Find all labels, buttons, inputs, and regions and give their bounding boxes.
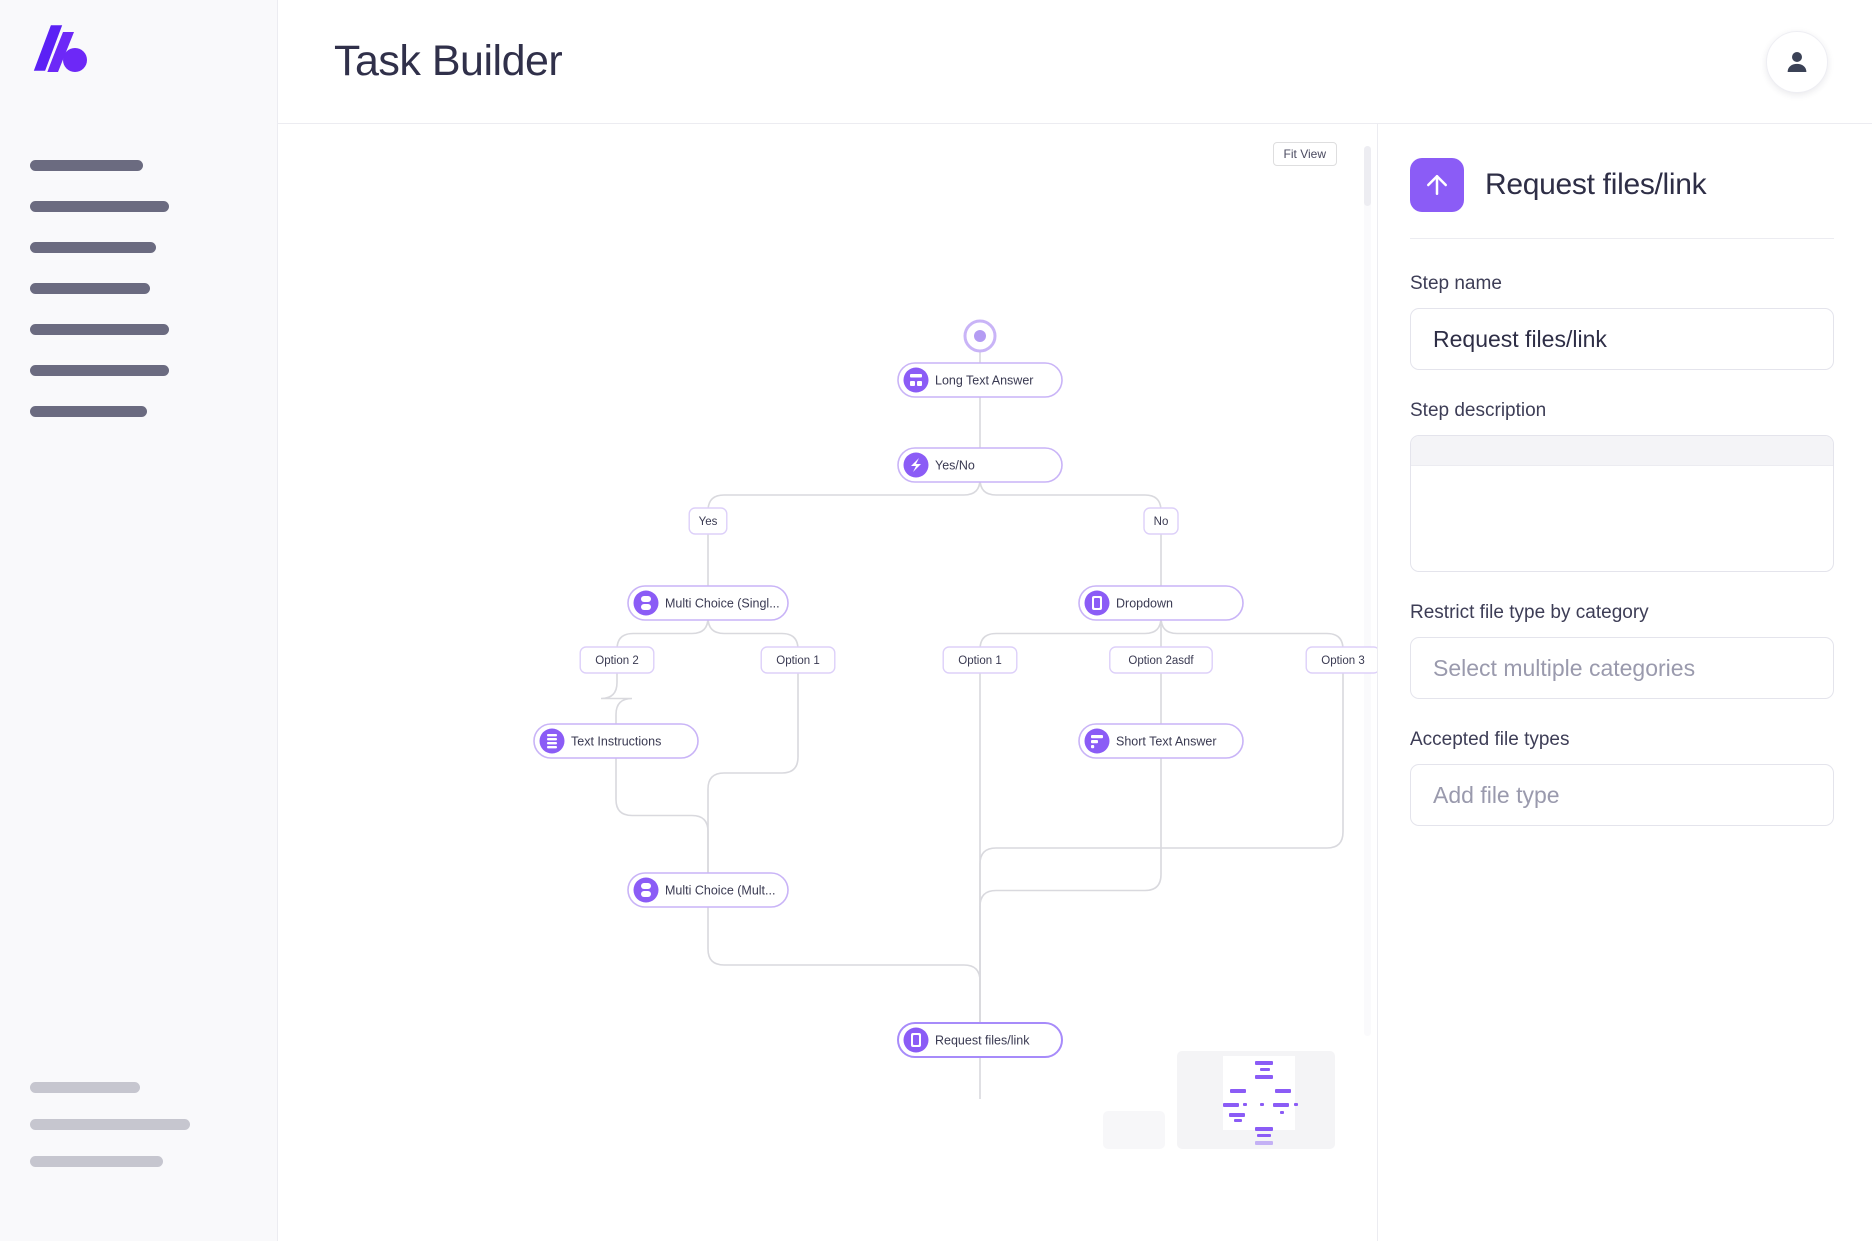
svg-text:Option 1: Option 1 — [958, 655, 1001, 667]
restrict-file-type-label: Restrict file type by category — [1410, 602, 1649, 623]
minimap-ghost — [1103, 1111, 1165, 1149]
brand-logo[interactable] — [30, 22, 92, 74]
step-name-field: Step name Request files/link — [1410, 273, 1834, 370]
long-text-icon — [903, 367, 929, 393]
user-avatar-icon — [1787, 51, 1807, 72]
flow-node-yes-no[interactable]: Yes/No — [897, 447, 1063, 483]
text-instructions-icon — [539, 728, 565, 754]
svg-text:Multi Choice (Mult...: Multi Choice (Mult... — [665, 884, 775, 898]
edge-label-option-1-right[interactable]: Option 1 — [942, 646, 1018, 674]
svg-text:Option 2asdf: Option 2asdf — [1128, 655, 1194, 667]
canvas-scrollbar[interactable] — [1364, 146, 1371, 1036]
svg-text:Option 2: Option 2 — [595, 655, 638, 667]
svg-text:Yes/No: Yes/No — [935, 459, 975, 473]
svg-text:Short Text Answer: Short Text Answer — [1116, 735, 1217, 749]
panel-divider — [1410, 238, 1834, 239]
fit-view-button[interactable]: Fit View — [1272, 142, 1337, 166]
skeleton-bar — [30, 201, 169, 212]
flow-node-short-text-answer[interactable]: Short Text Answer — [1078, 723, 1244, 759]
sidebar-skeleton-top — [0, 160, 278, 447]
svg-text:Long Text Answer: Long Text Answer — [935, 374, 1033, 388]
skeleton-bar — [30, 324, 169, 335]
skeleton-bar — [30, 283, 150, 294]
restrict-file-type-field: Restrict file type by category Select mu… — [1410, 602, 1834, 699]
skeleton-bar — [30, 365, 169, 376]
editor-toolbar[interactable] — [1411, 436, 1833, 466]
svg-text:Multi Choice (Singl...: Multi Choice (Singl... — [665, 597, 780, 611]
flow-node-request-files-link[interactable]: Request files/link — [897, 1022, 1063, 1058]
panel-title: Request files/link — [1485, 168, 1707, 201]
page-title: Task Builder — [334, 37, 563, 85]
edge-label-option-2asdf[interactable]: Option 2asdf — [1109, 646, 1213, 674]
flow-node-long-text-answer[interactable]: Long Text Answer — [897, 362, 1063, 398]
svg-text:Yes: Yes — [699, 516, 718, 528]
sidebar-skeleton-bottom — [0, 1082, 278, 1193]
edge-label-option-2-left[interactable]: Option 2 — [579, 646, 655, 674]
minimap[interactable] — [1177, 1051, 1335, 1149]
skeleton-bar — [30, 160, 143, 171]
restrict-file-type-select[interactable]: Select multiple categories — [1410, 637, 1834, 699]
step-description-label: Step description — [1410, 400, 1547, 421]
svg-text:Option 1: Option 1 — [776, 655, 819, 667]
edge-label-no[interactable]: No — [1143, 507, 1179, 535]
skeleton-bar — [30, 1119, 190, 1130]
minimap-viewport — [1223, 1056, 1295, 1130]
step-description-editor[interactable] — [1410, 435, 1834, 572]
top-bar: Task Builder — [278, 0, 1872, 124]
flow-node-text-instructions[interactable]: Text Instructions — [533, 723, 699, 759]
panel-header: Request files/link — [1410, 158, 1834, 212]
accepted-file-types-label: Accepted file types — [1410, 729, 1570, 750]
svg-text:Option 3: Option 3 — [1321, 655, 1364, 667]
edge-label-option-1-left[interactable]: Option 1 — [760, 646, 836, 674]
svg-text:Text Instructions: Text Instructions — [571, 735, 661, 749]
sidebar — [0, 0, 278, 1241]
flow-node-multi-choice-multi[interactable]: Multi Choice (Mult... — [627, 872, 789, 908]
accepted-file-types-input[interactable]: Add file type — [1410, 764, 1834, 826]
flow-node-multi-choice-single[interactable]: Multi Choice (Singl... — [627, 585, 789, 621]
skeleton-bar — [30, 242, 156, 253]
start-node[interactable] — [963, 319, 997, 353]
skeleton-bar — [30, 1156, 163, 1167]
svg-text:Request files/link: Request files/link — [935, 1034, 1030, 1048]
step-name-label: Step name — [1410, 273, 1502, 294]
step-description-field: Step description — [1410, 400, 1834, 572]
step-details-panel: Request files/link Step name Request fil… — [1378, 124, 1872, 1241]
step-name-input[interactable]: Request files/link — [1410, 308, 1834, 370]
svg-text:No: No — [1154, 516, 1169, 528]
svg-text:Dropdown: Dropdown — [1116, 597, 1173, 611]
skeleton-bar — [30, 1082, 140, 1093]
edge-label-option-3[interactable]: Option 3 — [1305, 646, 1378, 674]
multi-choice-single-icon — [633, 590, 659, 616]
skeleton-bar — [30, 406, 147, 417]
accepted-file-types-field: Accepted file types Add file type — [1410, 729, 1834, 826]
upload-arrow-icon — [1410, 158, 1464, 212]
avatar[interactable] — [1766, 30, 1828, 93]
edge-label-yes[interactable]: Yes — [688, 507, 728, 535]
multi-choice-multi-icon — [633, 877, 659, 903]
flow-node-dropdown[interactable]: Dropdown — [1078, 585, 1244, 621]
